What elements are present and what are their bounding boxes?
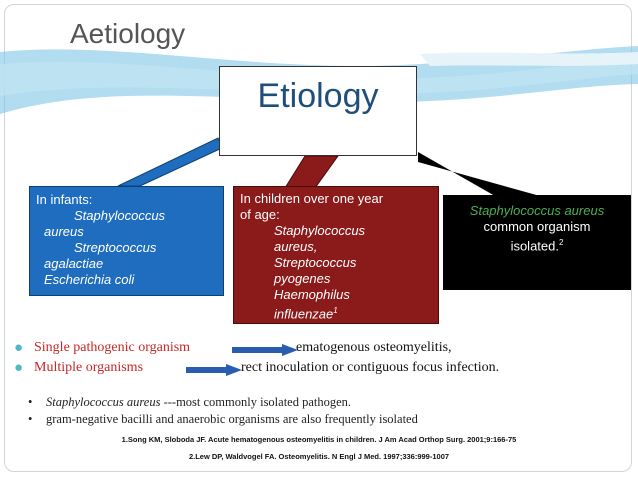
bullet-dot-icon: ● (14, 340, 24, 356)
footnote-marker: 1 (333, 306, 338, 315)
footnote-marker: 2 (558, 238, 564, 247)
bullet-text: ematogenous osteomyelitis, (296, 340, 452, 355)
reference-line: 2.Lew DP, Waldvogel FA. Osteomyelitis. N… (188, 452, 450, 461)
children-line: of age: (240, 207, 280, 222)
etiology-heading: Etiology (257, 76, 379, 115)
infants-line: Staphylococcus (74, 208, 166, 223)
etiology-heading-box: Etiology (219, 66, 417, 156)
right-arrow-icon (232, 344, 298, 356)
infants-line: agalactiae (44, 256, 104, 271)
children-line: pyogenes (274, 271, 331, 286)
children-line: Staphylococcus (274, 223, 366, 238)
main-bullets: ● Single pathogenic organism ematogenous… (14, 340, 624, 380)
infants-line: In infants: (36, 192, 93, 207)
infants-line: Streptococcus (74, 240, 157, 255)
bullet-dot-icon: • (28, 395, 33, 409)
reference-line: 1.Song KM, Sloboda JF. Acute hematogenou… (121, 435, 517, 444)
children-line: Streptococcus (274, 255, 357, 270)
staph-line: isolated.2 (449, 235, 625, 254)
staph-last-line: isolated. (510, 238, 559, 254)
sub-bullet-italic: Staphylococcus aureus (46, 395, 161, 409)
right-arrow-icon (186, 364, 242, 376)
children-line: aureus, (274, 239, 318, 254)
children-line: Haemophilus (274, 287, 350, 302)
bullet-row: ● Multiple organisms rect inoculation or… (14, 360, 624, 380)
slide-title: Aetiology (70, 18, 186, 49)
staph-line: common organism (483, 219, 591, 234)
staph-line: Staphylococcus aureus (469, 203, 605, 218)
sub-bullet-text: ---most commonly isolated pathogen. (160, 395, 352, 409)
bullet-dot-icon: • (28, 412, 33, 426)
infants-box: In infants: Staphylococcus aureus Strept… (29, 186, 224, 296)
bullet-row: ● Single pathogenic organism ematogenous… (14, 340, 624, 360)
bullet-text: rect inoculation or contiguous focus inf… (241, 360, 500, 375)
sub-bullet-row: • Staphylococcus aureus ---most commonly … (28, 395, 418, 412)
children-last-line: influenzae (274, 306, 334, 322)
bullet-label: Multiple organisms (34, 360, 144, 375)
staph-box: Staphylococcus aureus common organism is… (443, 195, 631, 290)
children-box: In children over one year of age: Staphy… (233, 186, 439, 324)
sub-bullets: • Staphylococcus aureus ---most commonly … (28, 395, 418, 429)
children-line: influenzae1 (240, 303, 432, 322)
bullet-dot-icon: ● (14, 360, 24, 376)
bullet-label: Single pathogenic organism (34, 340, 191, 355)
sub-bullet-row: • gram-negative bacilli and anaerobic org… (28, 412, 418, 429)
sub-bullet-text: gram-negative bacilli and anaerobic orga… (46, 412, 418, 426)
infants-line: Escherichia coli (44, 272, 135, 287)
children-line: In children over one year (240, 191, 384, 206)
infants-line: aureus (44, 224, 84, 239)
